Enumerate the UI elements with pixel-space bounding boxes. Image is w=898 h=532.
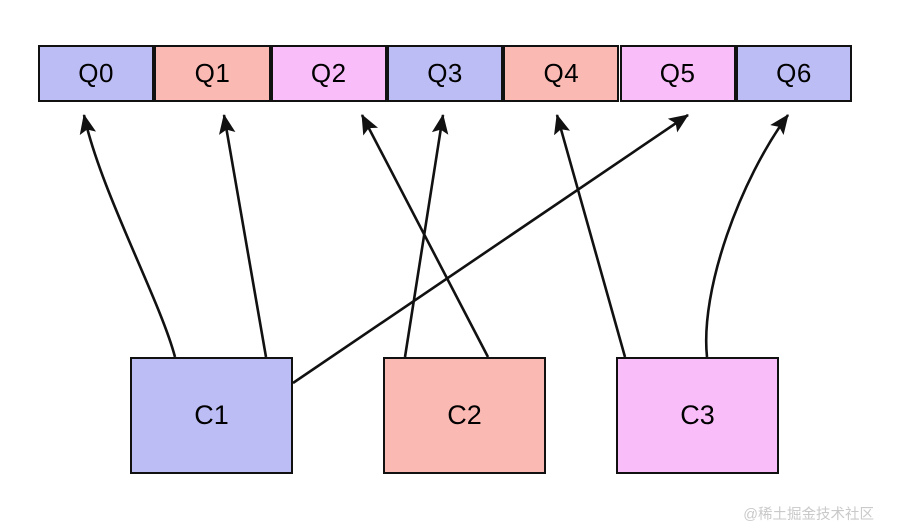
- queue-cell-label: Q6: [776, 58, 812, 88]
- queue-cell-label: Q2: [310, 58, 347, 88]
- watermark-label: @稀土掘金技术社区: [743, 507, 874, 523]
- queue-cell-q5[interactable]: Q5: [619, 45, 736, 102]
- queue-cell-label: Q0: [78, 58, 114, 88]
- queue-cell-q0[interactable]: Q0: [38, 45, 155, 102]
- queue-cell-label: Q4: [543, 58, 580, 88]
- edge-c1-q1: [219, 113, 268, 358]
- edge-c1-q5: [292, 113, 689, 385]
- edge-c1-q0: [79, 113, 177, 358]
- queue-cell-label: Q3: [427, 58, 463, 88]
- queue-cell-q4[interactable]: Q4: [503, 45, 620, 102]
- edge-c3-q4: [554, 113, 627, 358]
- client-box-label: C2: [447, 400, 482, 430]
- edge-c3-q6: [704, 114, 790, 358]
- client-box-label: C1: [194, 400, 229, 430]
- client-box-label: C3: [680, 400, 715, 430]
- queue-cell-label: Q5: [659, 58, 696, 88]
- queue-cell-q3[interactable]: Q3: [386, 45, 504, 102]
- client-box-c1[interactable]: C1: [130, 357, 293, 474]
- queue-cell-q1[interactable]: Q1: [154, 45, 271, 102]
- queue-cell-q2[interactable]: Q2: [270, 45, 387, 102]
- edge-c2-q3: [403, 113, 449, 358]
- queue-cell-q6[interactable]: Q6: [735, 45, 853, 102]
- edge-group: [79, 113, 790, 385]
- client-box-c3[interactable]: C3: [616, 357, 779, 474]
- queue-cell-label: Q1: [194, 58, 231, 88]
- client-box-c2[interactable]: C2: [383, 357, 546, 474]
